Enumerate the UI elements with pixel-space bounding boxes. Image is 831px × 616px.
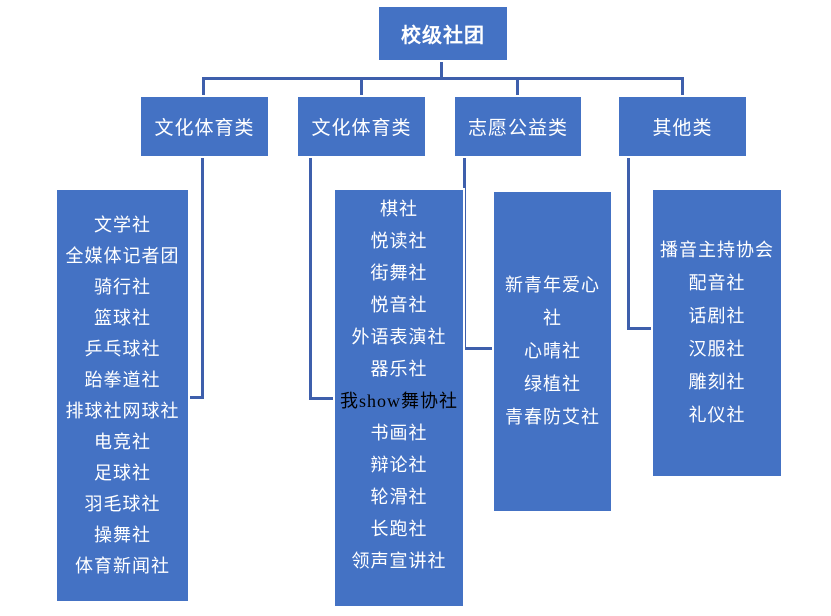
connector-category-4-elbow: [627, 327, 653, 330]
club-list-3: 新青年爱心 社 心晴社 绿植社 青春防艾社: [492, 190, 613, 513]
club-item: 器乐社: [370, 359, 428, 379]
category-node-3-label: 志愿公益类: [467, 118, 568, 139]
connector-category-2-drop: [309, 158, 312, 400]
club-item: 骑行社: [94, 276, 151, 297]
connector-drop-category-4: [681, 79, 684, 96]
connector-root-drop: [440, 62, 443, 79]
root-node: 校级社团: [377, 5, 509, 62]
club-item: 全媒体记者团: [65, 245, 180, 266]
club-list-2: 棋社 悦读社 街舞社 悦音社 外语表演社 器乐社 我show舞协社 书画社 辩论…: [333, 188, 465, 608]
club-item: 话剧社: [688, 306, 746, 326]
connector-category-4-drop: [627, 158, 630, 330]
category-node-1-label: 文化体育类: [154, 118, 255, 139]
club-item: 长跑社: [370, 519, 428, 539]
club-item: 文学社: [94, 214, 151, 235]
club-item: 心晴社: [524, 341, 581, 361]
club-item: 雕刻社: [688, 372, 746, 392]
club-item: 绿植社: [524, 374, 581, 394]
category-node-4-label: 其他类: [652, 118, 713, 139]
club-item: 外语表演社: [351, 327, 447, 347]
club-item: 街舞社: [370, 263, 428, 283]
club-item: 体育新闻社: [75, 555, 170, 576]
connector-bus: [202, 77, 684, 80]
category-node-3: 志愿公益类: [453, 95, 583, 158]
club-item: 新青年爱心 社: [505, 275, 600, 328]
club-item: 青春防艾社: [505, 407, 600, 427]
club-item: 篮球社: [94, 307, 151, 328]
club-item: 配音社: [688, 273, 746, 293]
club-item: 礼仪社: [688, 405, 746, 425]
connector-category-1-drop: [201, 158, 204, 399]
club-item: 辩论社: [370, 455, 428, 475]
club-list-4: 播音主持协会 配音社 话剧社 汉服社 雕刻社 礼仪社: [651, 188, 783, 478]
club-item: 汉服社: [688, 339, 746, 359]
connector-drop-category-2: [360, 79, 363, 96]
club-item: 轮滑社: [370, 487, 428, 507]
club-item: 书画社: [370, 423, 428, 443]
connector-category-2-elbow: [309, 397, 335, 400]
club-item-highlighted: 我show舞协社: [339, 391, 458, 411]
club-item: 操舞社: [94, 524, 151, 545]
club-item: 羽毛球社: [84, 493, 161, 514]
root-node-label: 校级社团: [401, 25, 485, 47]
club-item: 电竞社: [94, 431, 151, 452]
category-node-1: 文化体育类: [139, 95, 270, 158]
club-item: 跆拳道社: [84, 369, 161, 390]
club-item: 乒乓球社: [84, 338, 161, 359]
connector-category-1-elbow: [190, 396, 204, 399]
category-node-4: 其他类: [617, 95, 748, 158]
connector-category-3-elbow: [463, 347, 494, 350]
club-item: 悦音社: [370, 295, 428, 315]
connector-drop-category-3: [516, 79, 519, 96]
club-item: 足球社: [94, 462, 151, 483]
club-item: 播音主持协会: [660, 240, 774, 260]
club-item: 排球社网球社: [65, 400, 180, 421]
category-node-2-label: 文化体育类: [311, 118, 412, 139]
club-item: 悦读社: [370, 231, 428, 251]
category-node-2: 文化体育类: [296, 95, 427, 158]
club-list-1: 文学社 全媒体记者团 骑行社 篮球社 乒乓球社 跆拳道社 排球社网球社 电竞社 …: [55, 188, 190, 603]
connector-drop-category-1: [202, 79, 205, 96]
club-item: 领声宣讲社: [351, 551, 447, 571]
club-item: 棋社: [380, 199, 418, 219]
